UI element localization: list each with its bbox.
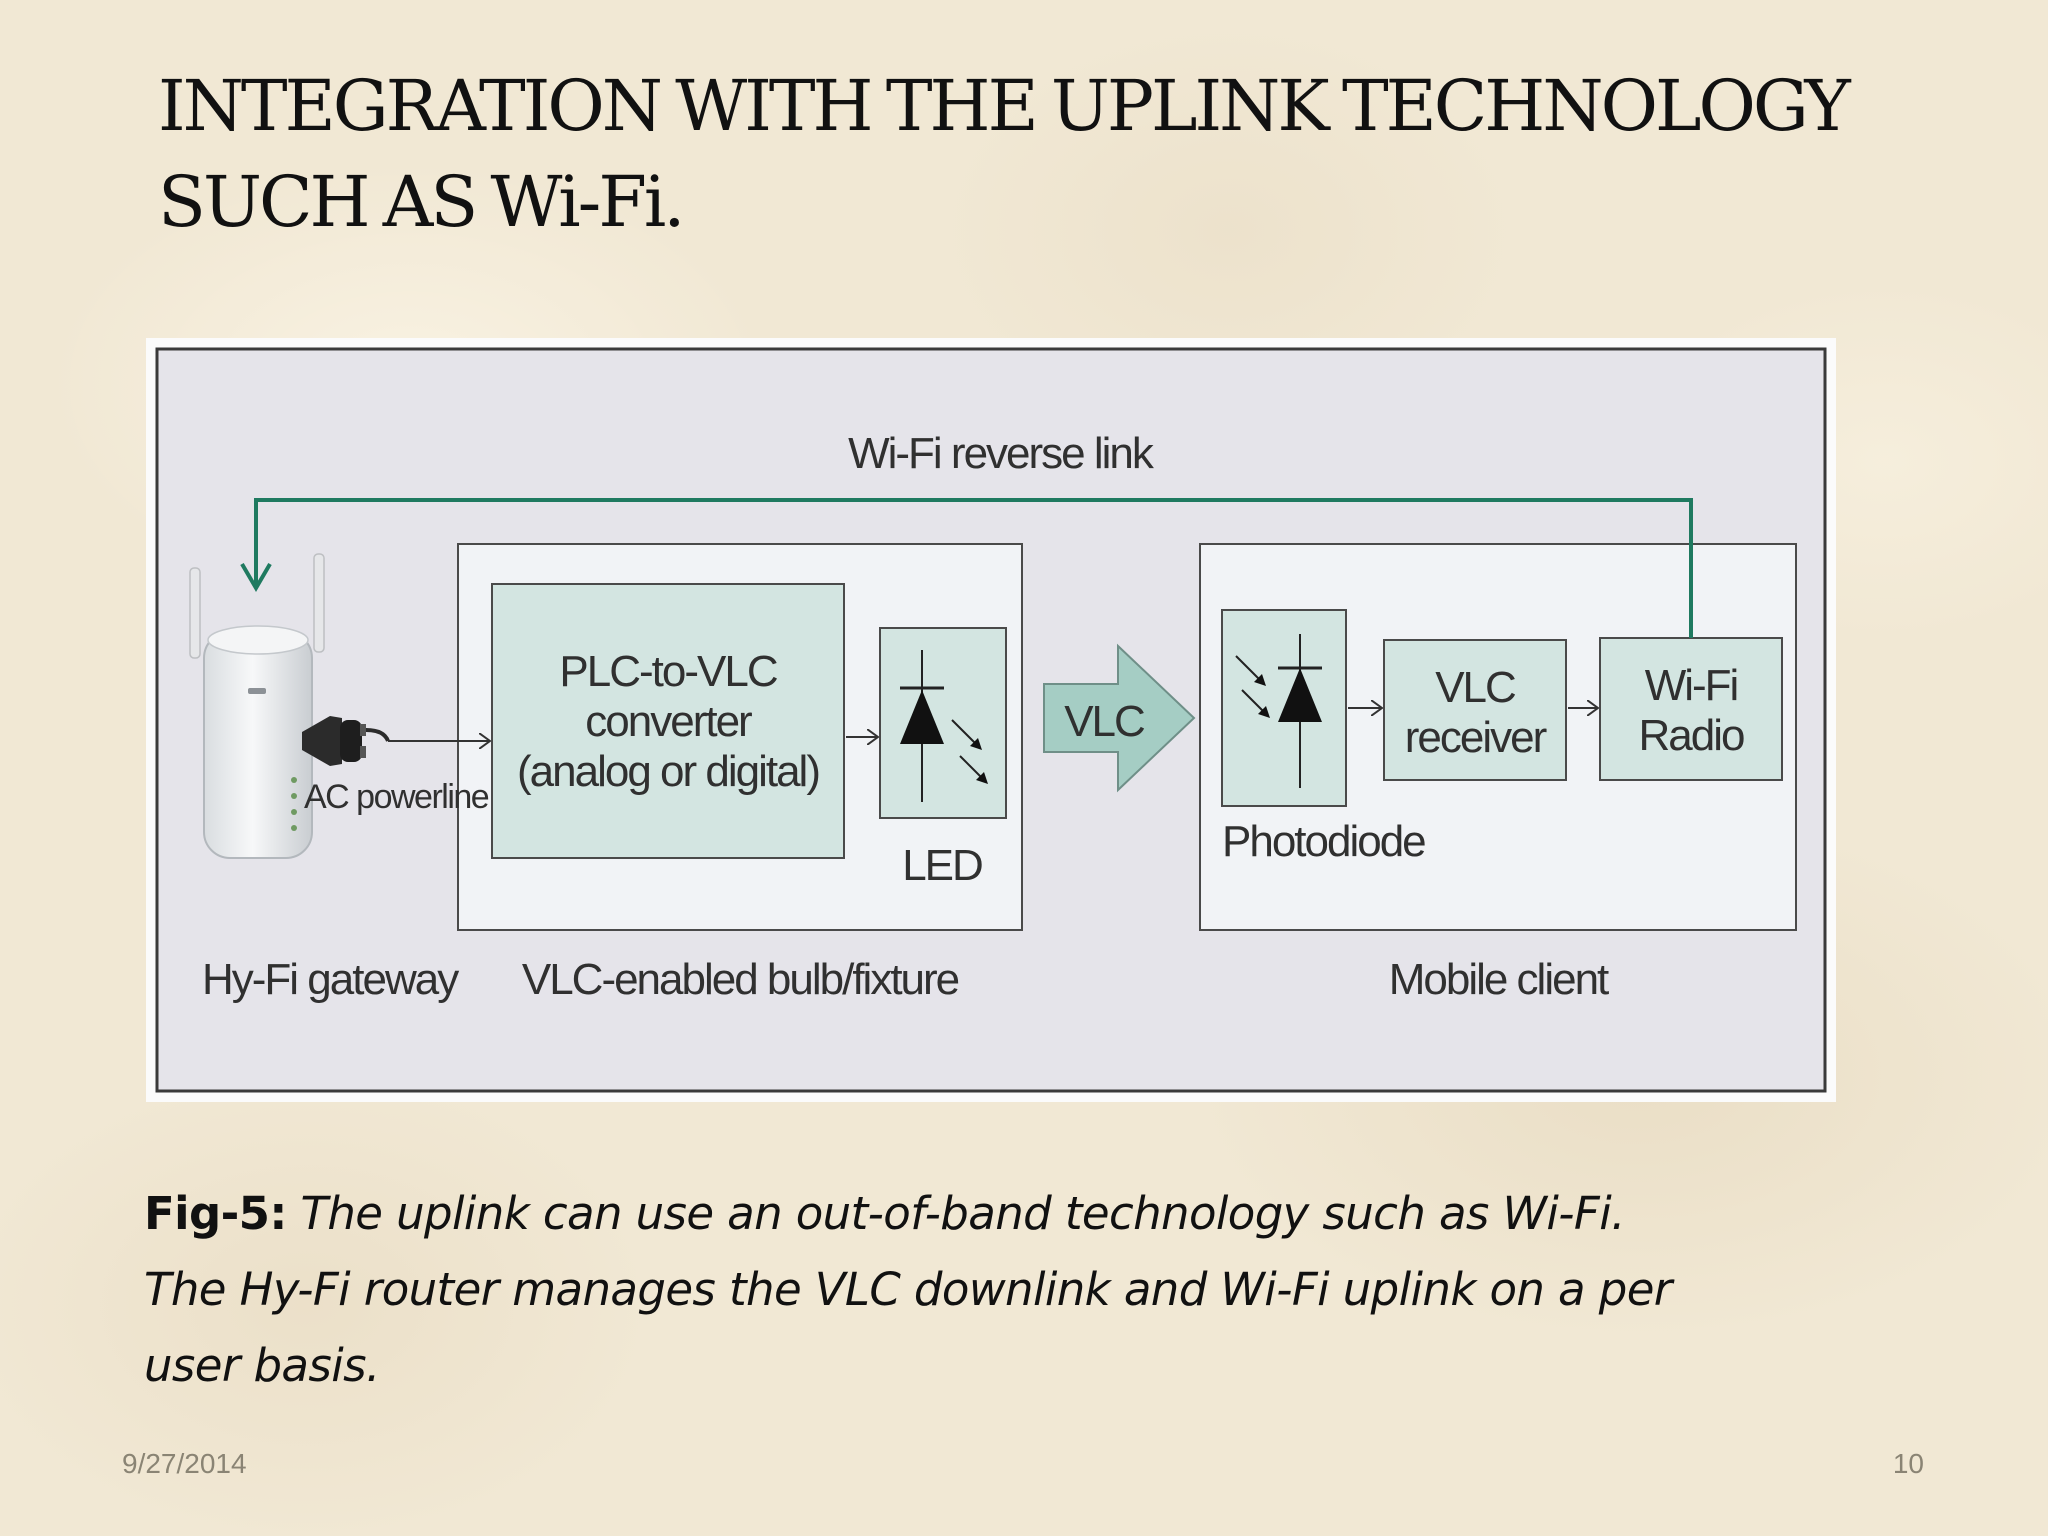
vlc-arrow-label: VLC xyxy=(1064,697,1145,746)
photodiode-icon xyxy=(1235,634,1322,788)
wifi-radio-label-line-2: Radio xyxy=(1639,711,1744,760)
power-plug-icon xyxy=(302,716,390,766)
slide-title: INTEGRATION WITH THE UPLINK TECHNOLOGY S… xyxy=(158,58,1938,250)
wifi-radio-box xyxy=(1599,637,1783,781)
page-number: 10 xyxy=(1892,1448,1924,1479)
hyfi-gateway-label: Hy-Fi gateway xyxy=(202,955,459,1004)
wifi-reverse-link-line xyxy=(240,498,1693,638)
bulb-fixture-group-label: VLC-enabled bulb/fixture xyxy=(522,955,959,1004)
slide-title-line-2: SUCH AS Wi-Fi. xyxy=(158,161,686,243)
led-box xyxy=(879,627,1007,819)
vlc-block-arrow xyxy=(1043,643,1196,793)
vlc-receiver-label-line-2: receiver xyxy=(1405,713,1547,762)
vlc-receiver-box xyxy=(1383,639,1567,781)
vlc-receiver-label-line-1: VLC xyxy=(1435,663,1516,712)
converter-label-line-2: converter xyxy=(585,697,752,746)
led-diode-icon xyxy=(900,650,988,802)
caption-text: The uplink can use an out-of-band techno… xyxy=(144,1187,1672,1392)
mobile-client-group-label: Mobile client xyxy=(1389,955,1609,1004)
photodiode-label: Photodiode xyxy=(1222,817,1425,866)
wifi-reverse-link-label: Wi-Fi reverse link xyxy=(848,429,1155,478)
ac-powerline-label: AC powerline xyxy=(304,778,489,816)
caption-label: Fig-5: xyxy=(144,1187,287,1240)
diagram-canvas: PLC-to-VLC converter (analog or digital)… xyxy=(155,347,1827,1093)
led-label: LED xyxy=(902,841,982,890)
wifi-radio-label-line-1: Wi-Fi xyxy=(1645,661,1738,710)
slide-title-line-1: INTEGRATION WITH THE UPLINK TECHNOLOGY xyxy=(158,65,1851,147)
connector-arrows xyxy=(388,708,1598,741)
figure-caption: Fig-5: The uplink can use an out-of-band… xyxy=(144,1176,1704,1404)
vlc-wifi-diagram: PLC-to-VLC converter (analog or digital)… xyxy=(146,338,1836,1102)
converter-label-line-1: PLC-to-VLC xyxy=(559,647,777,696)
converter-label-line-3: (analog or digital) xyxy=(517,747,819,796)
hyfi-gateway-device-icon xyxy=(189,553,325,859)
footer-date: 9/27/2014 xyxy=(122,1448,247,1479)
plc-to-vlc-converter-box xyxy=(491,583,845,859)
